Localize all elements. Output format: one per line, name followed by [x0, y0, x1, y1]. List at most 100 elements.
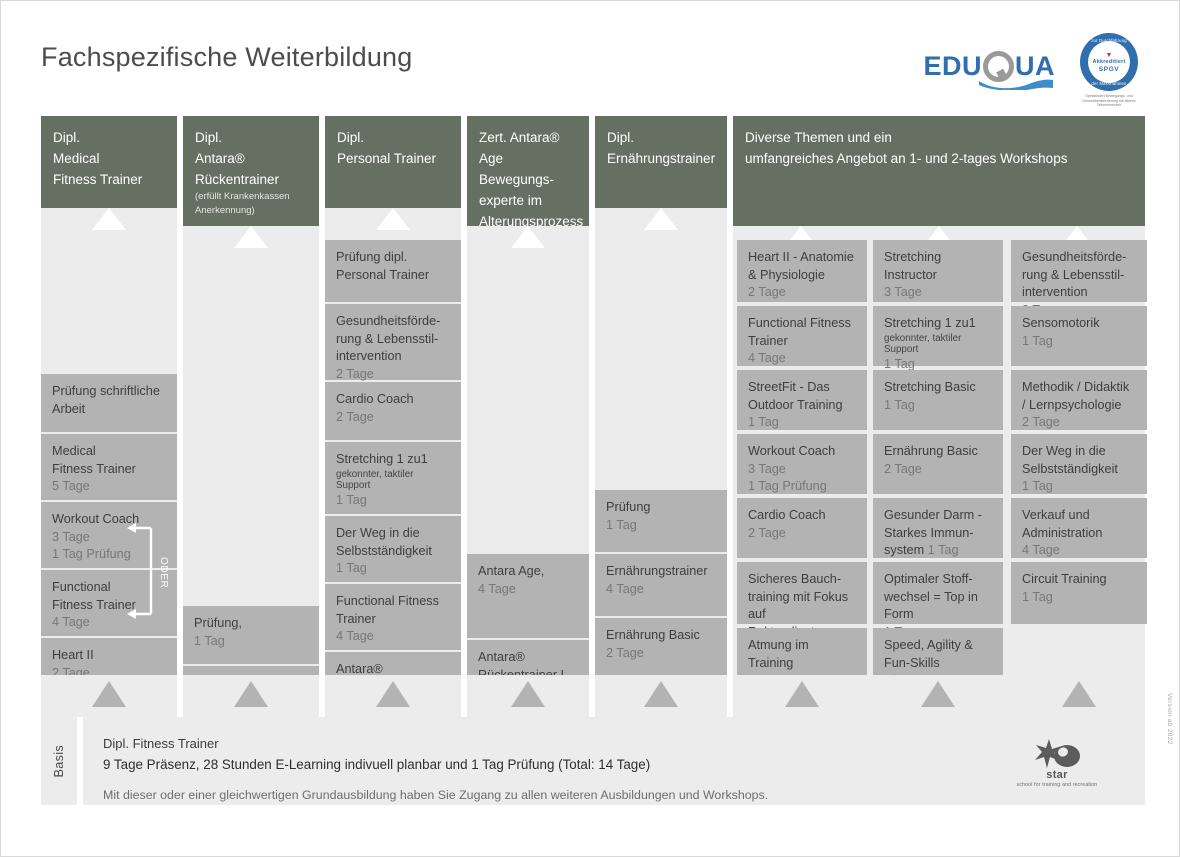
cell-title: Ernährungstrainer: [606, 564, 708, 578]
course-cell-pruefung-schriftliche[interactable]: Prüfung schriftliche Arbeit: [41, 374, 177, 432]
basis-label: Basis: [41, 717, 77, 805]
workshop-cell[interactable]: Gesunder Darm -Starkes Immun-system 1 Ta…: [873, 498, 1003, 558]
eduqua-wave-icon: [979, 78, 1054, 90]
cell-title: Workout Coach: [52, 512, 140, 526]
column-header: Dipl.Personal Trainer: [325, 116, 461, 208]
cell-title: Sensomotorik: [1022, 316, 1100, 330]
cell-days: 4 Tage: [606, 581, 644, 596]
up-arrow-icon: [92, 208, 126, 230]
eduqua-logo: EDU UA: [923, 50, 1055, 90]
cell-title: Speed, Agility &Fun-Skills: [884, 638, 973, 670]
column-header: Dipl.Ernährungstrainer: [595, 116, 727, 208]
course-cell-ernaehrungstrainer[interactable]: Ernährungstrainer 4 Tage: [595, 554, 727, 616]
eduqua-pre: EDU: [923, 51, 982, 82]
cell-title: Workout Coach: [748, 444, 836, 458]
down-arrow-icon: [92, 681, 126, 707]
cell-days: 1 Tag: [884, 356, 915, 371]
down-arrow-icon: [376, 681, 410, 707]
seal-subtitle: Spezialisiert Bewegungs- und Gesundheits…: [1082, 94, 1136, 108]
spgv-seal: zur Durchführung ▼ Akkreditiert SPGV der…: [1073, 33, 1145, 108]
eduqua-post: UA: [1015, 51, 1055, 82]
cell-days: 2 Tage: [748, 525, 786, 540]
cell-days: 1 Tag: [194, 633, 225, 648]
cell-days: 2 Tage: [336, 366, 374, 381]
column-header-title: Dipl.Antara®Rückentrainer: [195, 130, 280, 187]
cell-days: 4 Tage: [52, 615, 90, 629]
oder-label: ODER: [158, 557, 169, 589]
workshop-cell[interactable]: Sicheres Bauch-training mit Fokus aufRek…: [737, 562, 867, 656]
workshop-cell[interactable]: Gesundheitsförde-rung & Lebensstil-inter…: [1011, 240, 1147, 317]
cell-title: Ernährung Basic: [606, 628, 700, 642]
oder-connector-icon: [127, 510, 165, 636]
down-arrow-icon: [644, 681, 678, 707]
cell-title: Atmung im Training: [748, 638, 809, 670]
up-arrow-icon: [234, 226, 268, 248]
course-cell-gesundheitsfoerderung[interactable]: Gesundheitsförde-rung & Lebensstil-inter…: [325, 304, 461, 381]
basis-line-1: Dipl. Fitness Trainer: [103, 736, 219, 751]
cell-days: 3 Tage: [884, 285, 922, 299]
cell-title: Heart II - Anatomie& Physiologie: [748, 250, 854, 282]
column-header: Dipl.Antara®Rückentrainer(erfüllt Kranke…: [183, 116, 319, 226]
eduqua-q-icon: [983, 50, 1014, 82]
cell-title: Heart II: [52, 648, 94, 662]
cell-days: 5 Tage: [52, 479, 90, 493]
workshop-cell[interactable]: Optimaler Stoff-wechsel = Top in Form1 T…: [873, 562, 1003, 639]
cell-title: Antara Age,: [478, 564, 545, 578]
cell-days: 2 Tage: [1022, 415, 1060, 429]
star-logo: star school for training and recreation: [1003, 737, 1111, 788]
cell-days: 1 Tag: [1022, 479, 1053, 493]
up-arrow-icon: [376, 208, 410, 230]
cell-days: 1 Tag: [606, 517, 637, 532]
cell-title: Gesundheitsförde-rung & Lebensstil-inter…: [1022, 250, 1127, 299]
seal-bottom-text: der Massnahmen: [1091, 81, 1127, 86]
star-word: star: [1046, 769, 1068, 781]
cell-title: Prüfung dipl.Personal Trainer: [336, 250, 430, 282]
cell-days: 1 Tag: [336, 561, 367, 575]
cell-days: 2 Tage: [884, 461, 922, 476]
down-arrow-icon: [785, 681, 819, 707]
star-tagline: school for training and recreation: [1016, 782, 1098, 788]
course-cell-antara-age[interactable]: Antara Age,4 Tage: [467, 554, 589, 638]
course-cell-pruefung[interactable]: Prüfung,1 Tag: [183, 606, 319, 664]
course-cell-pruefung-dipl-personal-trainer[interactable]: Prüfung dipl.Personal Trainer: [325, 240, 461, 302]
